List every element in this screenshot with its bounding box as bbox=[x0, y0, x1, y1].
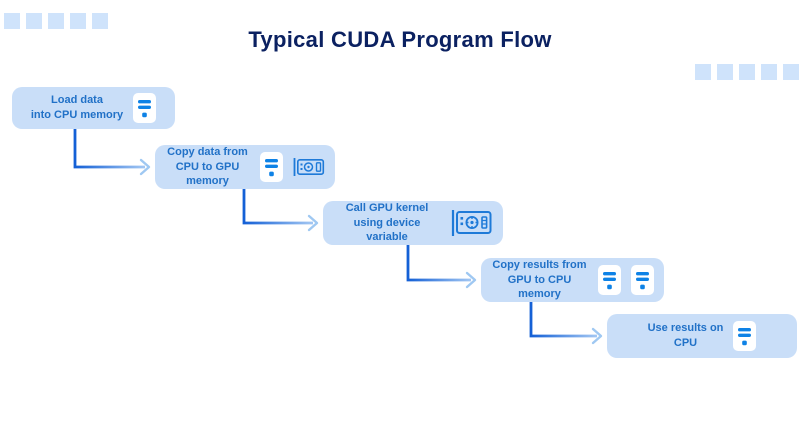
cpu-icon bbox=[733, 321, 757, 351]
step-label: Use results on CPU bbox=[647, 322, 724, 349]
cpu-icon bbox=[260, 152, 283, 182]
arrowhead-icon bbox=[591, 327, 603, 345]
decor-square bbox=[4, 13, 20, 29]
decor-square bbox=[26, 13, 42, 29]
step-label: Call GPU kernel using device variable bbox=[345, 202, 429, 244]
connector-4 bbox=[529, 302, 603, 345]
decor-square bbox=[48, 13, 64, 29]
decor-squares-right bbox=[695, 64, 799, 80]
flow-step-copy-to-gpu: Copy data from CPU to GPU memory bbox=[155, 145, 335, 189]
flow-step-load-data: Load data into CPU memory bbox=[12, 87, 175, 129]
cpu-icon bbox=[133, 93, 157, 123]
decor-squares-top-left bbox=[4, 13, 108, 29]
decor-square bbox=[783, 64, 799, 80]
gpu-icon bbox=[451, 210, 492, 236]
flow-step-use-results: Use results on CPU bbox=[607, 314, 797, 358]
cpu-icon bbox=[598, 265, 621, 295]
page-title: Typical CUDA Program Flow bbox=[248, 27, 552, 52]
connector-1 bbox=[73, 129, 151, 176]
step-label: Load data into CPU memory bbox=[30, 94, 124, 121]
arrowhead-icon bbox=[465, 271, 477, 289]
connector-2 bbox=[242, 189, 319, 232]
decor-square bbox=[695, 64, 711, 80]
step-label: Copy data from CPU to GPU memory bbox=[167, 146, 248, 188]
arrowhead-icon bbox=[307, 214, 319, 232]
arrowhead-icon bbox=[139, 158, 151, 176]
connector-3 bbox=[406, 245, 477, 289]
flow-step-copy-to-cpu: Copy results from GPU to CPU memory bbox=[481, 258, 664, 302]
decor-square bbox=[70, 13, 86, 29]
decor-square bbox=[717, 64, 733, 80]
decor-square bbox=[761, 64, 777, 80]
step-label: Copy results from GPU to CPU memory bbox=[492, 259, 587, 301]
gpu-icon bbox=[293, 158, 325, 176]
cpu-icon bbox=[631, 265, 654, 295]
decor-square bbox=[92, 13, 108, 29]
flow-step-call-kernel: Call GPU kernel using device variable bbox=[323, 201, 503, 245]
decor-square bbox=[739, 64, 755, 80]
